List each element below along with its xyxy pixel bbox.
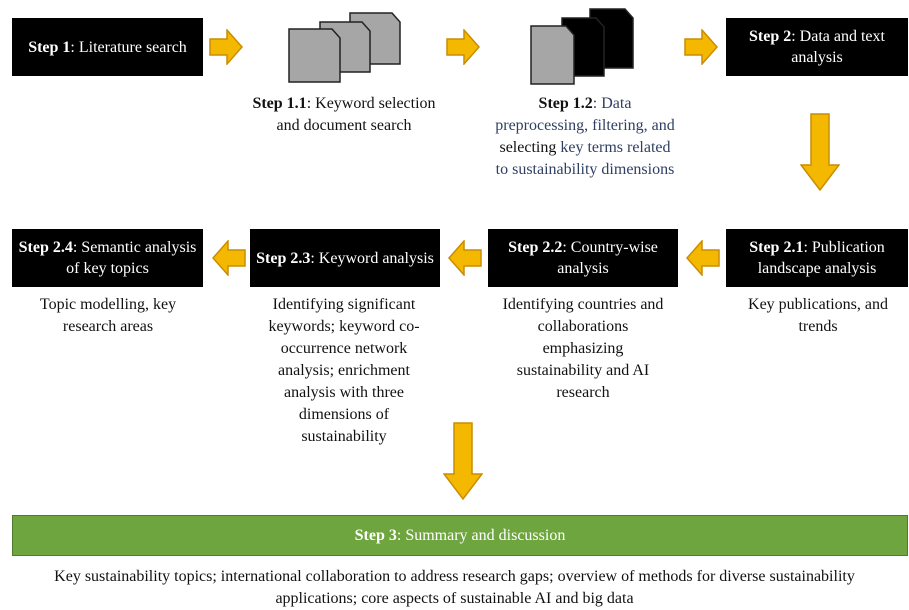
step-2-4-box: Step 2.4: Semantic analysis of key topic… [12,229,203,287]
step-1-1-label: Step 1.1 [252,95,307,112]
step-1-box: Step 1: Literature search [12,18,203,76]
step-2-1-description: Key publications, and trends [748,296,888,335]
step-1-1-caption: Step 1.1: Keyword selection and document… [252,93,436,137]
step-2-3-box: Step 2.3: Keyword analysis [250,229,440,287]
step-3-description: Key sustainability topics; international… [54,568,855,607]
step-2-3-label: Step 2.3 [256,249,311,267]
step-2-2-description: Identifying countries and collaborations… [502,296,664,401]
documents-icon [288,12,402,84]
step-3-box: Step 3: Summary and discussion [12,515,908,556]
arrow-right-icon [446,29,480,65]
arrow-down-icon [443,422,483,500]
step-2-2-box: Step 2.2: Country-wise analysis [488,229,678,287]
step-2-4-description: Topic modelling, key research areas [39,296,177,335]
step-1-2-label: Step 1.2 [538,95,593,112]
step-2-1-box: Step 2.1: Publication landscape analysis [726,229,908,287]
step-2-4-label: Step 2.4 [18,239,73,256]
arrow-down-icon [800,113,840,191]
documents-filtered-icon [530,8,636,86]
step-2-2-text: : Country-wise analysis [557,239,658,277]
step-2-3-text: : Keyword analysis [310,249,434,267]
step-2-1-label: Step 2.1 [749,239,804,256]
step-2-box: Step 2: Data and text analysis [726,18,908,76]
arrow-left-icon [686,240,720,276]
step-2-label: Step 2 [749,28,792,45]
step-2-2-label: Step 2.2 [508,239,563,256]
step-1-1-text: : Keyword selection and document search [276,95,436,134]
step-2-4-text: : Semantic analysis of key topics [66,239,197,277]
step-1-2-caption: Step 1.2: Data preprocessing, filtering,… [492,93,678,181]
step-2-text: : Data and text analysis [791,28,885,66]
step-1-2-text-a: : Data preprocessing, filtering, and [495,95,675,134]
arrow-right-icon [684,29,718,65]
arrow-right-icon [209,29,243,65]
arrow-left-icon [448,240,482,276]
step-2-1-text: : Publication landscape analysis [757,239,885,277]
step-1-2-text-b: selecting [499,139,557,156]
step-3-text: : Summary and discussion [396,526,566,544]
arrow-left-icon [212,240,246,276]
step-3-label: Step 3 [354,526,397,544]
step-1-label: Step 1 [28,38,71,56]
step-2-3-description: Identifying significant keywords; keywor… [268,296,420,445]
step-1-text: : Literature search [70,38,187,56]
step-1-2-text-c: key terms related to sustainability dime… [495,139,675,178]
